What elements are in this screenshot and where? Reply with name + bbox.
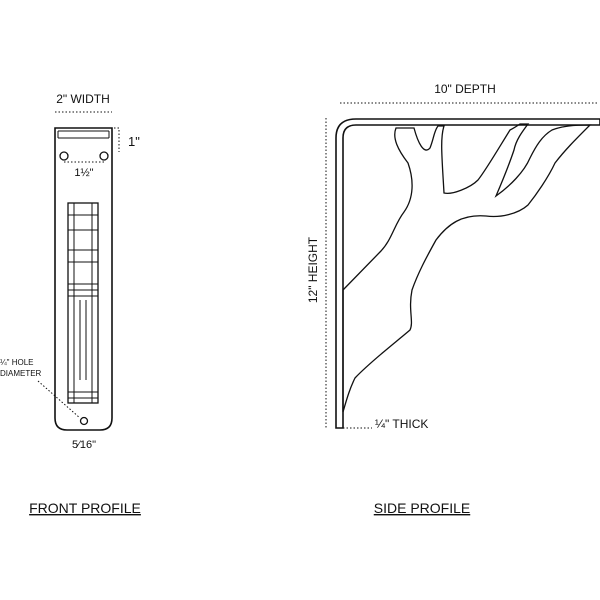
thickness-label: ¼" THICK bbox=[375, 417, 428, 431]
panel-edge-outline bbox=[67, 202, 99, 404]
bottom-offset-label: 5⁄16" bbox=[72, 439, 96, 451]
front-profile-caption: FRONT PROFILE bbox=[29, 500, 141, 516]
tree-silhouette bbox=[342, 123, 592, 413]
side-profile-caption: SIDE PROFILE bbox=[374, 500, 470, 516]
front-profile: 2" WIDTH 1" 1½" ¼" HOL bbox=[0, 92, 141, 516]
bottom-hole bbox=[79, 416, 89, 426]
hole-diameter-label-line1: ¼" HOLE bbox=[0, 358, 34, 367]
hole-spacing-label: 1½" bbox=[74, 167, 93, 179]
front-plate-outline bbox=[54, 127, 113, 431]
height-label: 12" HEIGHT bbox=[306, 236, 320, 303]
side-profile: 10" DEPTH 12" HEIGHT ¼" THICK SIDE PROFI… bbox=[306, 82, 600, 516]
hole-diameter-leader bbox=[37, 380, 81, 419]
hole-diameter-label-line2: DIAMETER bbox=[0, 369, 42, 378]
top-offset-label: 1" bbox=[128, 134, 140, 149]
upper-left-hole bbox=[59, 151, 69, 161]
upper-right-hole bbox=[99, 151, 109, 161]
bracket-frame bbox=[335, 118, 600, 429]
width-label: 2" WIDTH bbox=[56, 92, 110, 106]
depth-label: 10" DEPTH bbox=[434, 82, 496, 96]
